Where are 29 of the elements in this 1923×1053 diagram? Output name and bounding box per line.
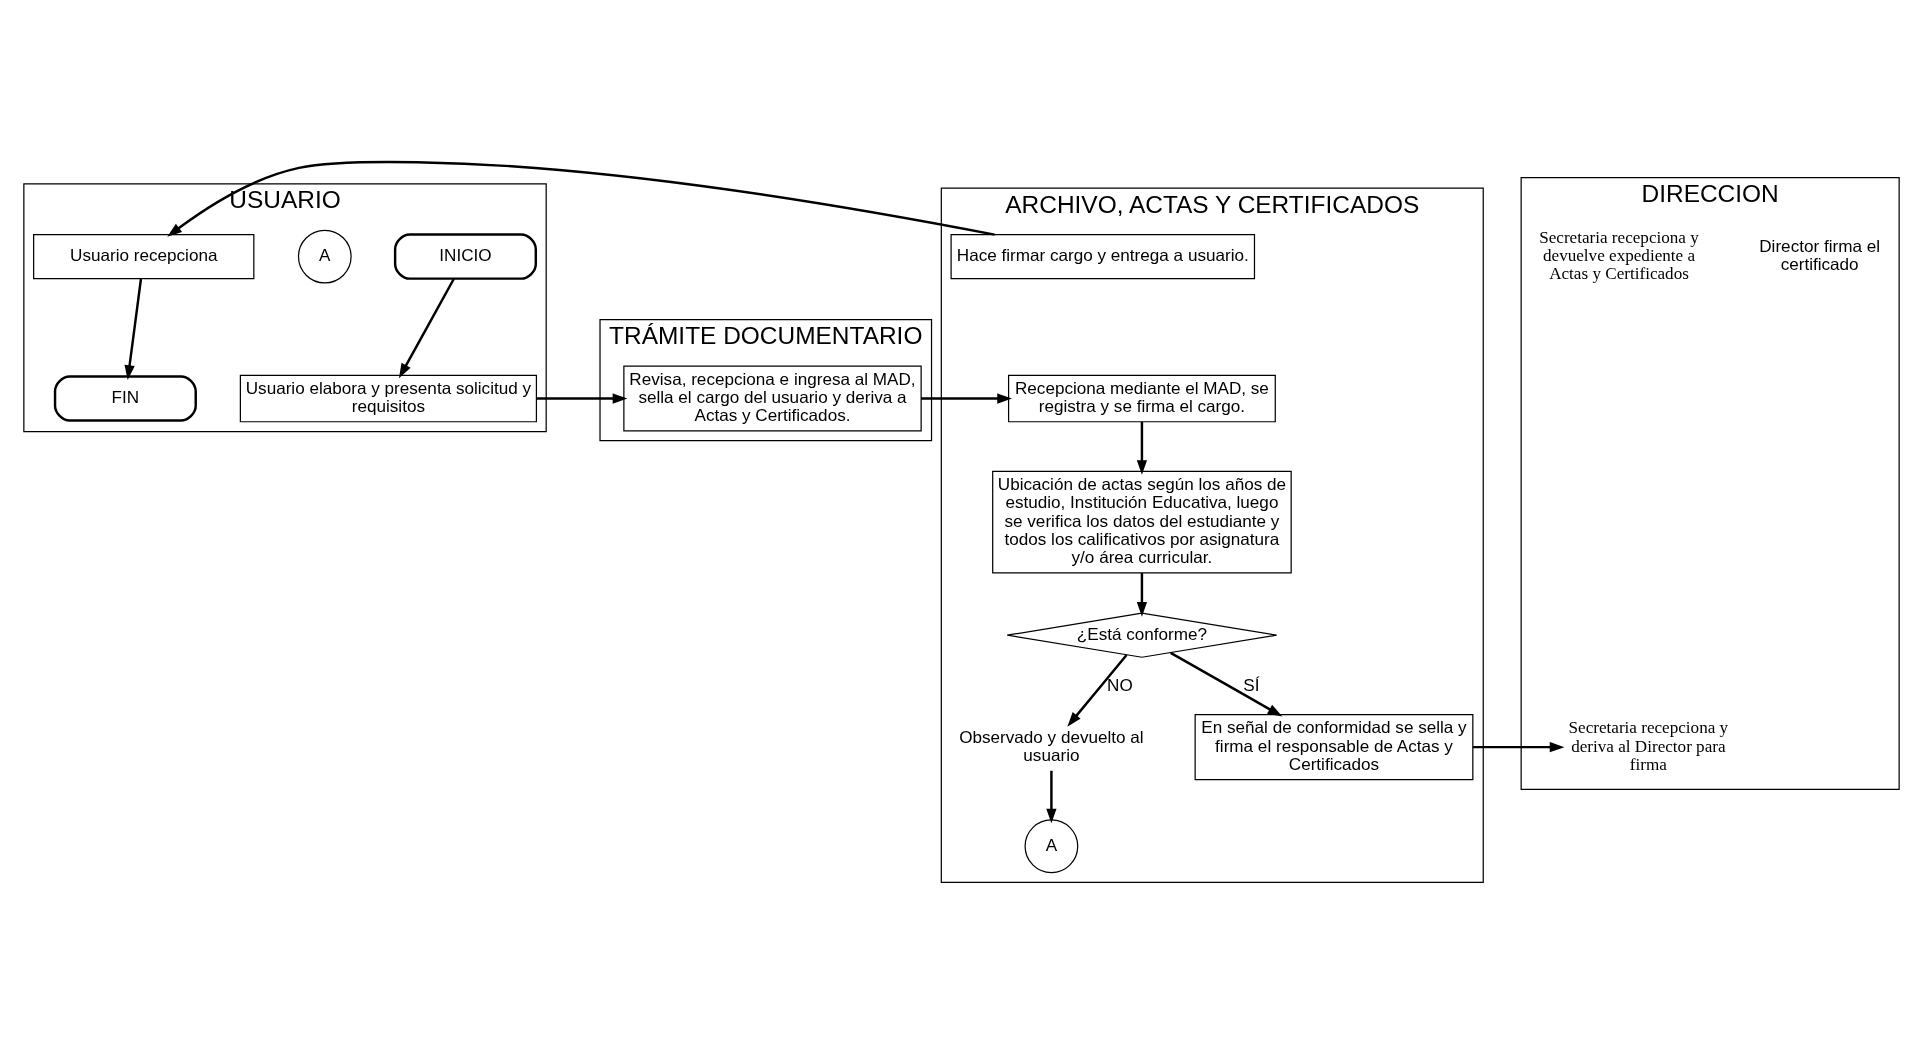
arrow: [167, 160, 995, 237]
node-text: Secretaria recepciona y deriva al Director para firma: [1568, 717, 1729, 774]
arrow: [1136, 572, 1148, 617]
node-box: Hace firmar cargo y entrega a usuario.: [950, 233, 1256, 279]
node-box: Recepciona mediante el MAD, se registra y se firma el cargo.: [1008, 374, 1276, 422]
node-box: En señal de conformidad se sella y firma el responsable de Actas y Certificados: [1194, 713, 1474, 780]
arrow: [1170, 651, 1283, 716]
arrow: [1067, 653, 1128, 727]
node-box: FIN: [53, 374, 197, 422]
node-text: Director firma el certificado: [1759, 236, 1881, 274]
node-text: Observado y devuelto al usuario: [959, 727, 1144, 765]
node-box: Usuario recepciona: [33, 233, 255, 279]
node-box: Revisa, recepciona e ingresa al MAD, sella el cargo del usuario y deriva a Actas y Certificados.: [623, 365, 922, 432]
arrow: [398, 277, 455, 378]
node-box: Usuario elabora y presenta solicitud y requisitos: [239, 374, 537, 422]
node-diamond: ¿Está conforme?: [1006, 612, 1278, 658]
node-circle: A: [297, 229, 352, 284]
node-text: Secretaria recepciona y devuelve expediente a Actas y Certificados: [1539, 227, 1699, 283]
edge-label: SÍ: [1243, 675, 1260, 695]
arrow: [124, 278, 143, 380]
arrow: [536, 392, 628, 404]
arrow: [1136, 421, 1148, 475]
node-box: Ubicación de actas según los años de estudio, Institución Educativa, luego se verifica los datos del estudiante y todos los calificativos por asignatura y/o área curricular.: [992, 470, 1292, 573]
node-circle: A: [1024, 818, 1079, 873]
node-box: INICIO: [393, 232, 538, 280]
arrow: [921, 392, 1012, 404]
edge-label: NO: [1107, 675, 1133, 695]
arrow: [1046, 770, 1057, 823]
arrow: [1473, 741, 1565, 752]
